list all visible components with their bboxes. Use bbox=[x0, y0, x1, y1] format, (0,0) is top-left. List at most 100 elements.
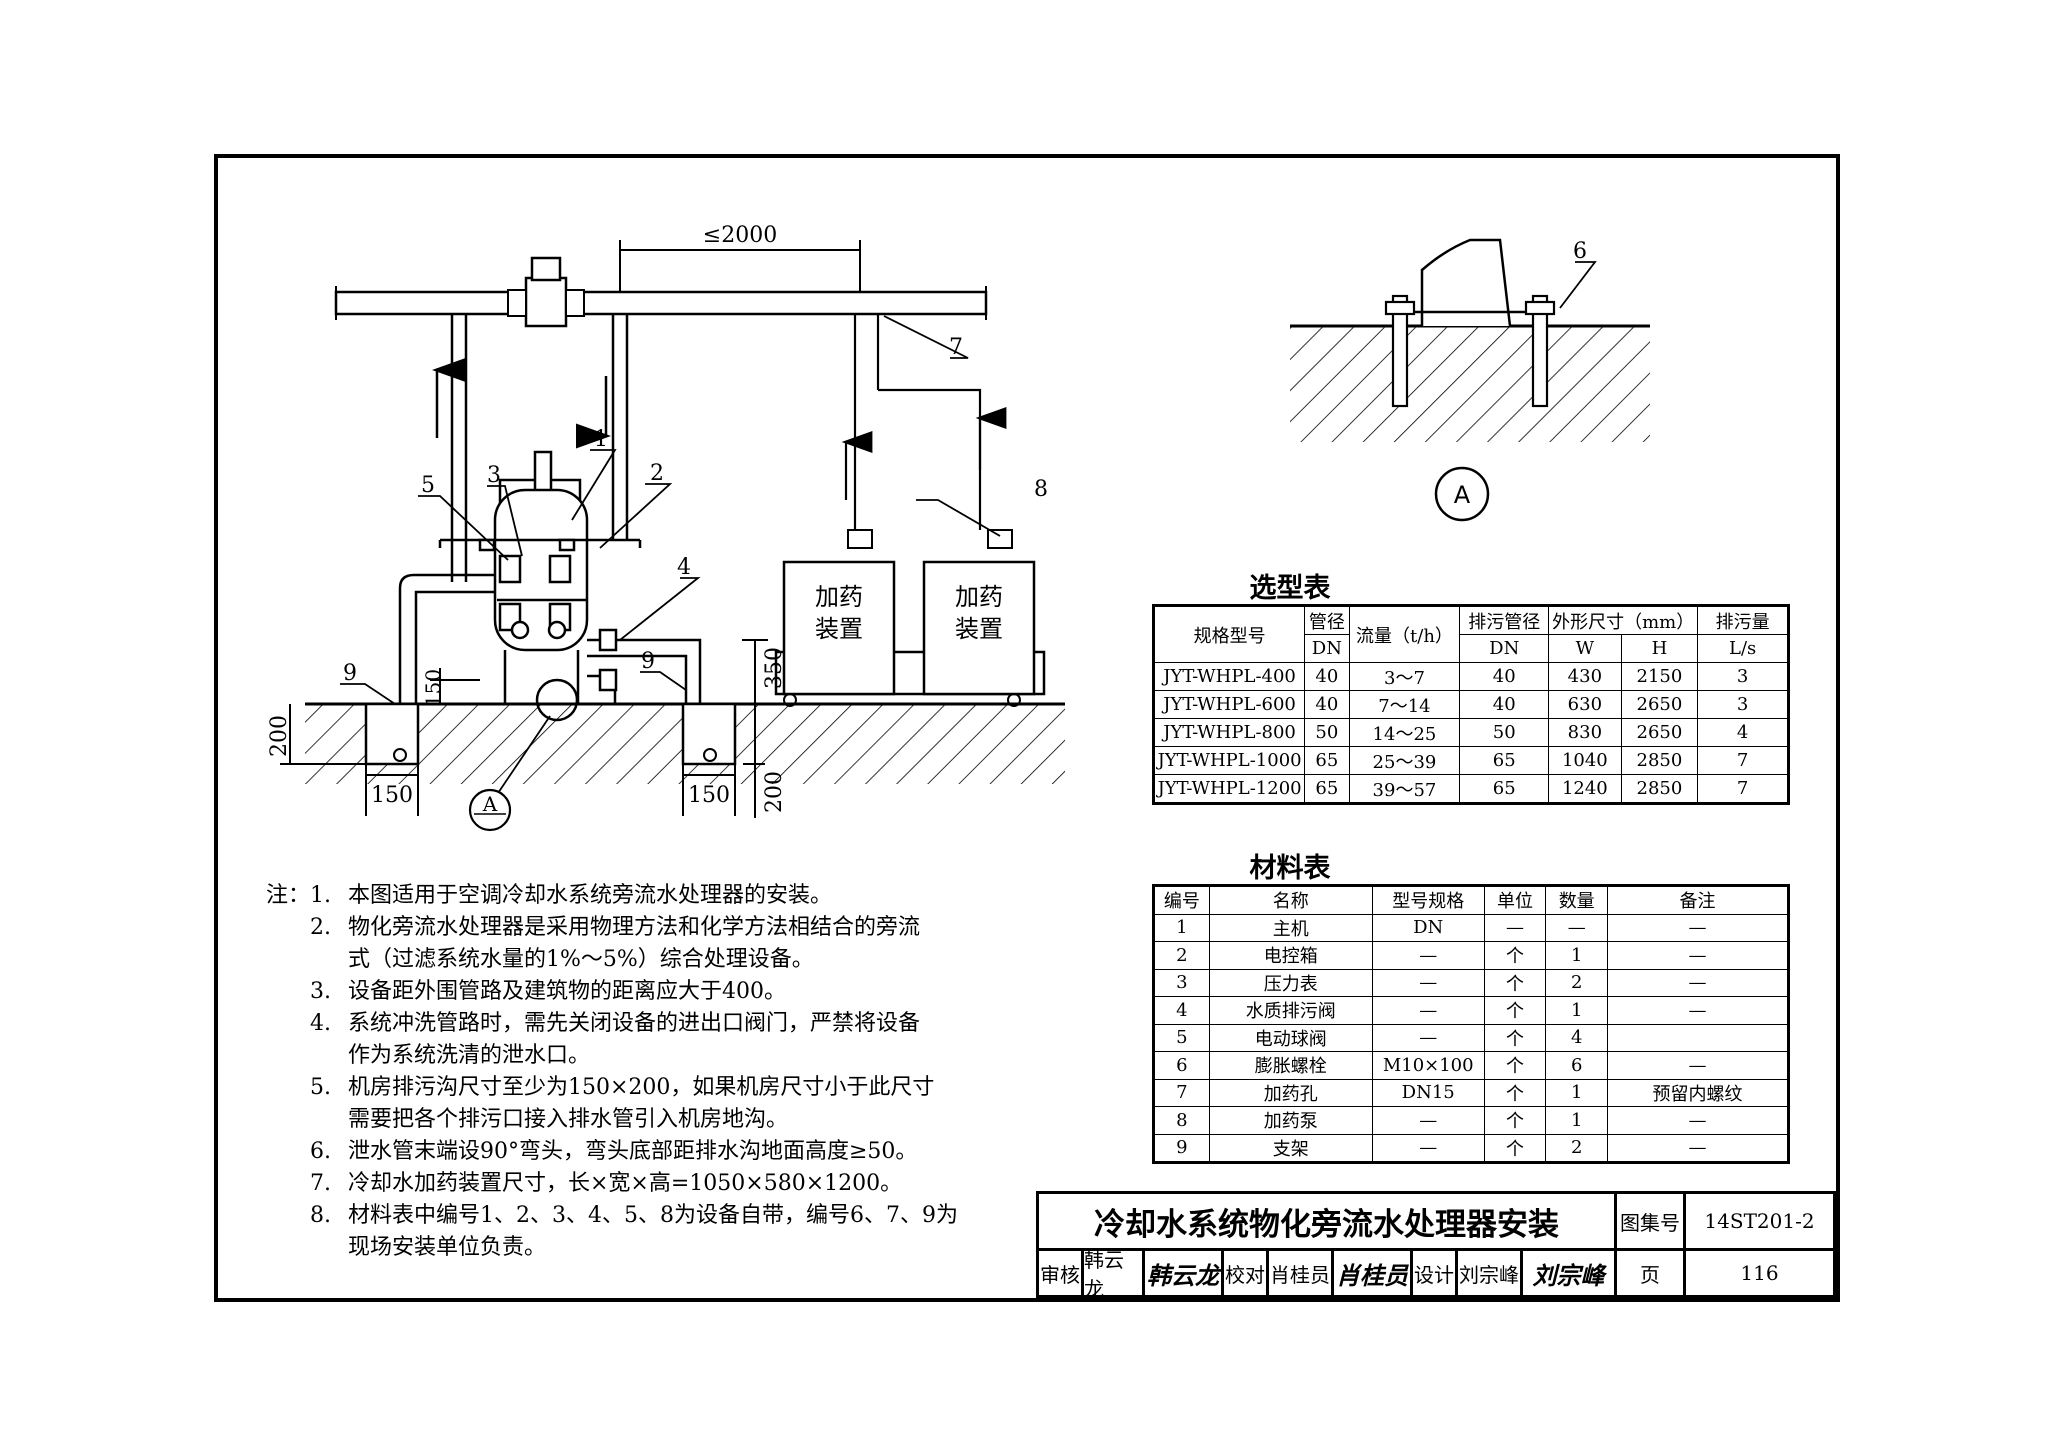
cell-no: 1 bbox=[1153, 913, 1210, 942]
cell-name: 水质排污阀 bbox=[1208, 996, 1373, 1025]
callout-6: 6 bbox=[1573, 239, 1587, 264]
note-number: 8. bbox=[310, 1203, 331, 1228]
note-text: 冷却水加药装置尺寸，长×宽×高=1050×580×1200。 bbox=[348, 1171, 903, 1196]
atlas-label: 图集号 bbox=[1614, 1191, 1686, 1251]
header-pipe-dia-unit: DN bbox=[1304, 634, 1350, 663]
tank-1-label-line2: 装置 bbox=[815, 615, 863, 643]
cell-no: 5 bbox=[1153, 1023, 1210, 1052]
cell-model: JYT-WHPL-600 bbox=[1152, 690, 1306, 719]
cell-dn: 65 bbox=[1304, 774, 1350, 804]
cell-remark: — bbox=[1607, 1051, 1789, 1080]
dim-200-right: 200 bbox=[762, 771, 787, 813]
cell-w: 430 bbox=[1548, 662, 1622, 691]
cell-dn: 40 bbox=[1304, 662, 1350, 691]
cell-unit: — bbox=[1483, 913, 1547, 942]
design-label: 设计 bbox=[1410, 1248, 1458, 1298]
note-number: 1. bbox=[310, 883, 331, 908]
checker-name: 肖桂员 bbox=[1266, 1248, 1334, 1298]
callout-5: 5 bbox=[421, 473, 435, 498]
cell-name: 主机 bbox=[1208, 913, 1373, 942]
detail-a-reference: A bbox=[468, 715, 551, 832]
cell-qty: 4 bbox=[1545, 1023, 1609, 1052]
callout-9-right: 9 bbox=[641, 649, 655, 674]
cell-q: 7 bbox=[1697, 746, 1789, 775]
cell-flow: 25～39 bbox=[1348, 746, 1461, 775]
table-row: JYT-WHPL-1200 65 39～57 65 1240 2850 7 bbox=[1152, 774, 1789, 804]
note-4: 4.系统冲洗管路时，需先关闭设备的进出口阀门，严禁将设备 作为系统洗清的泄水口。 bbox=[266, 1008, 1026, 1072]
callout-leaders bbox=[340, 261, 1597, 705]
cell-spec: — bbox=[1371, 1133, 1485, 1163]
tank-2-label-line1: 加药 bbox=[955, 583, 1003, 611]
cell-model: JYT-WHPL-400 bbox=[1152, 662, 1306, 691]
cell-h: 2650 bbox=[1620, 718, 1699, 747]
cell-drain: 50 bbox=[1459, 718, 1550, 747]
header-drain-qty-unit: L/s bbox=[1697, 634, 1789, 663]
main-unit bbox=[398, 450, 702, 722]
callout-3: 3 bbox=[487, 463, 501, 488]
dimension-2000 bbox=[619, 240, 861, 292]
cell-qty: 2 bbox=[1545, 1133, 1609, 1163]
cell-h: 2650 bbox=[1620, 690, 1699, 719]
detail-a-small-label: A bbox=[482, 792, 498, 816]
ground-section bbox=[305, 702, 1065, 784]
cell-qty: 1 bbox=[1545, 1078, 1609, 1107]
cell-qty: — bbox=[1545, 913, 1609, 942]
header-w: W bbox=[1548, 634, 1622, 663]
header-spec: 型号规格 bbox=[1371, 885, 1485, 915]
cell-spec: — bbox=[1371, 1023, 1485, 1052]
cell-q: 4 bbox=[1697, 718, 1789, 747]
callout-8: 8 bbox=[1034, 477, 1048, 502]
cell-unit: 个 bbox=[1483, 968, 1547, 997]
header-qty: 数量 bbox=[1545, 885, 1609, 915]
cell-spec: DN15 bbox=[1371, 1078, 1485, 1107]
cell-no: 6 bbox=[1153, 1051, 1210, 1080]
callout-1: 1 bbox=[594, 427, 608, 452]
header-drain-dia: 排污管径 bbox=[1459, 605, 1550, 635]
cell-drain: 40 bbox=[1459, 662, 1550, 691]
atlas-number: 14ST201-2 bbox=[1683, 1191, 1836, 1251]
notes: 注：1.本图适用于空调冷却水系统旁流水处理器的安装。 2.物化旁流水处理器是采用… bbox=[266, 880, 1026, 1264]
table-row: JYT-WHPL-600 40 7～14 40 630 2650 3 bbox=[1152, 690, 1789, 719]
selection-table-title: 选型表 bbox=[1249, 573, 1331, 604]
cell-name: 支架 bbox=[1208, 1133, 1373, 1163]
callout-2: 2 bbox=[650, 461, 664, 486]
dim-150-vertical: 150 bbox=[421, 669, 445, 707]
cell-no: 4 bbox=[1153, 996, 1210, 1025]
cell-model: JYT-WHPL-1000 bbox=[1152, 746, 1306, 775]
note-1: 注：1.本图适用于空调冷却水系统旁流水处理器的安装。 bbox=[266, 880, 1026, 912]
dim-200-left: 200 bbox=[267, 715, 292, 757]
cell-unit: 个 bbox=[1483, 1023, 1547, 1052]
header-name: 名称 bbox=[1208, 885, 1373, 915]
table-row: JYT-WHPL-1000 65 25～39 65 1040 2850 7 bbox=[1152, 746, 1789, 775]
cell-q: 3 bbox=[1697, 690, 1789, 719]
cell-no: 9 bbox=[1153, 1133, 1210, 1163]
cell-name: 膨胀螺栓 bbox=[1208, 1051, 1373, 1080]
designer-signature: 刘宗峰 bbox=[1520, 1248, 1617, 1298]
cell-unit: 个 bbox=[1483, 1106, 1547, 1135]
dim-150-right: 150 bbox=[688, 783, 730, 808]
note-text: 设备距外围管路及建筑物的距离应大于400。 bbox=[348, 979, 786, 1004]
callout-9-left: 9 bbox=[343, 661, 357, 686]
note-8: 8.材料表中编号1、2、3、4、5、8为设备自带，编号6、7、9为 现场安装单位… bbox=[266, 1200, 1026, 1264]
cell-h: 2850 bbox=[1620, 746, 1699, 775]
cell-flow: 14～25 bbox=[1348, 718, 1461, 747]
cell-unit: 个 bbox=[1483, 1078, 1547, 1107]
cell-no: 8 bbox=[1153, 1106, 1210, 1135]
cell-remark: — bbox=[1607, 968, 1789, 997]
check-label: 校对 bbox=[1221, 1248, 1269, 1298]
note-3: 3.设备距外围管路及建筑物的距离应大于400。 bbox=[266, 976, 1026, 1008]
cell-w: 830 bbox=[1548, 718, 1622, 747]
drawing-title: 冷却水系统物化旁流水处理器安装 bbox=[1036, 1191, 1614, 1251]
header-flow: 流量（t/h） bbox=[1348, 605, 1461, 663]
header-no: 编号 bbox=[1153, 885, 1210, 915]
dosing-units: 加药 装置 加药 装置 bbox=[774, 314, 1046, 707]
cell-dn: 50 bbox=[1304, 718, 1350, 747]
cell-unit: 个 bbox=[1483, 1133, 1547, 1163]
cell-model: JYT-WHPL-800 bbox=[1152, 718, 1306, 747]
